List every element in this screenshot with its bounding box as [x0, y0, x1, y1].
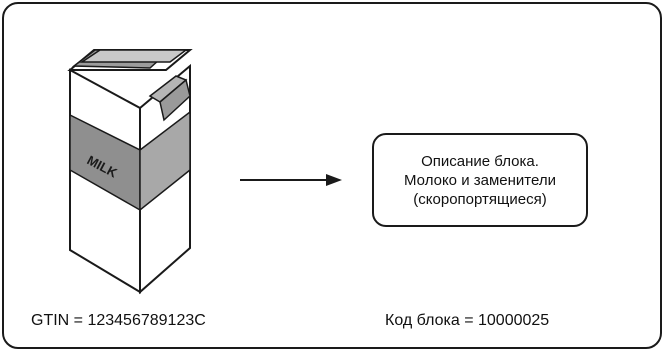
description-line-1: Описание блока. [421, 152, 539, 170]
description-line-2: Молоко и заменители [404, 171, 556, 189]
gtin-label: GTIN = 123456789123C [31, 312, 206, 329]
block-description-box: Описание блока. Молоко и заменители (ско… [372, 133, 588, 227]
block-code-label: Код блока = 10000025 [385, 312, 550, 329]
diagram-frame [2, 2, 662, 349]
description-line-3: (скоропортящиеся) [413, 190, 547, 208]
